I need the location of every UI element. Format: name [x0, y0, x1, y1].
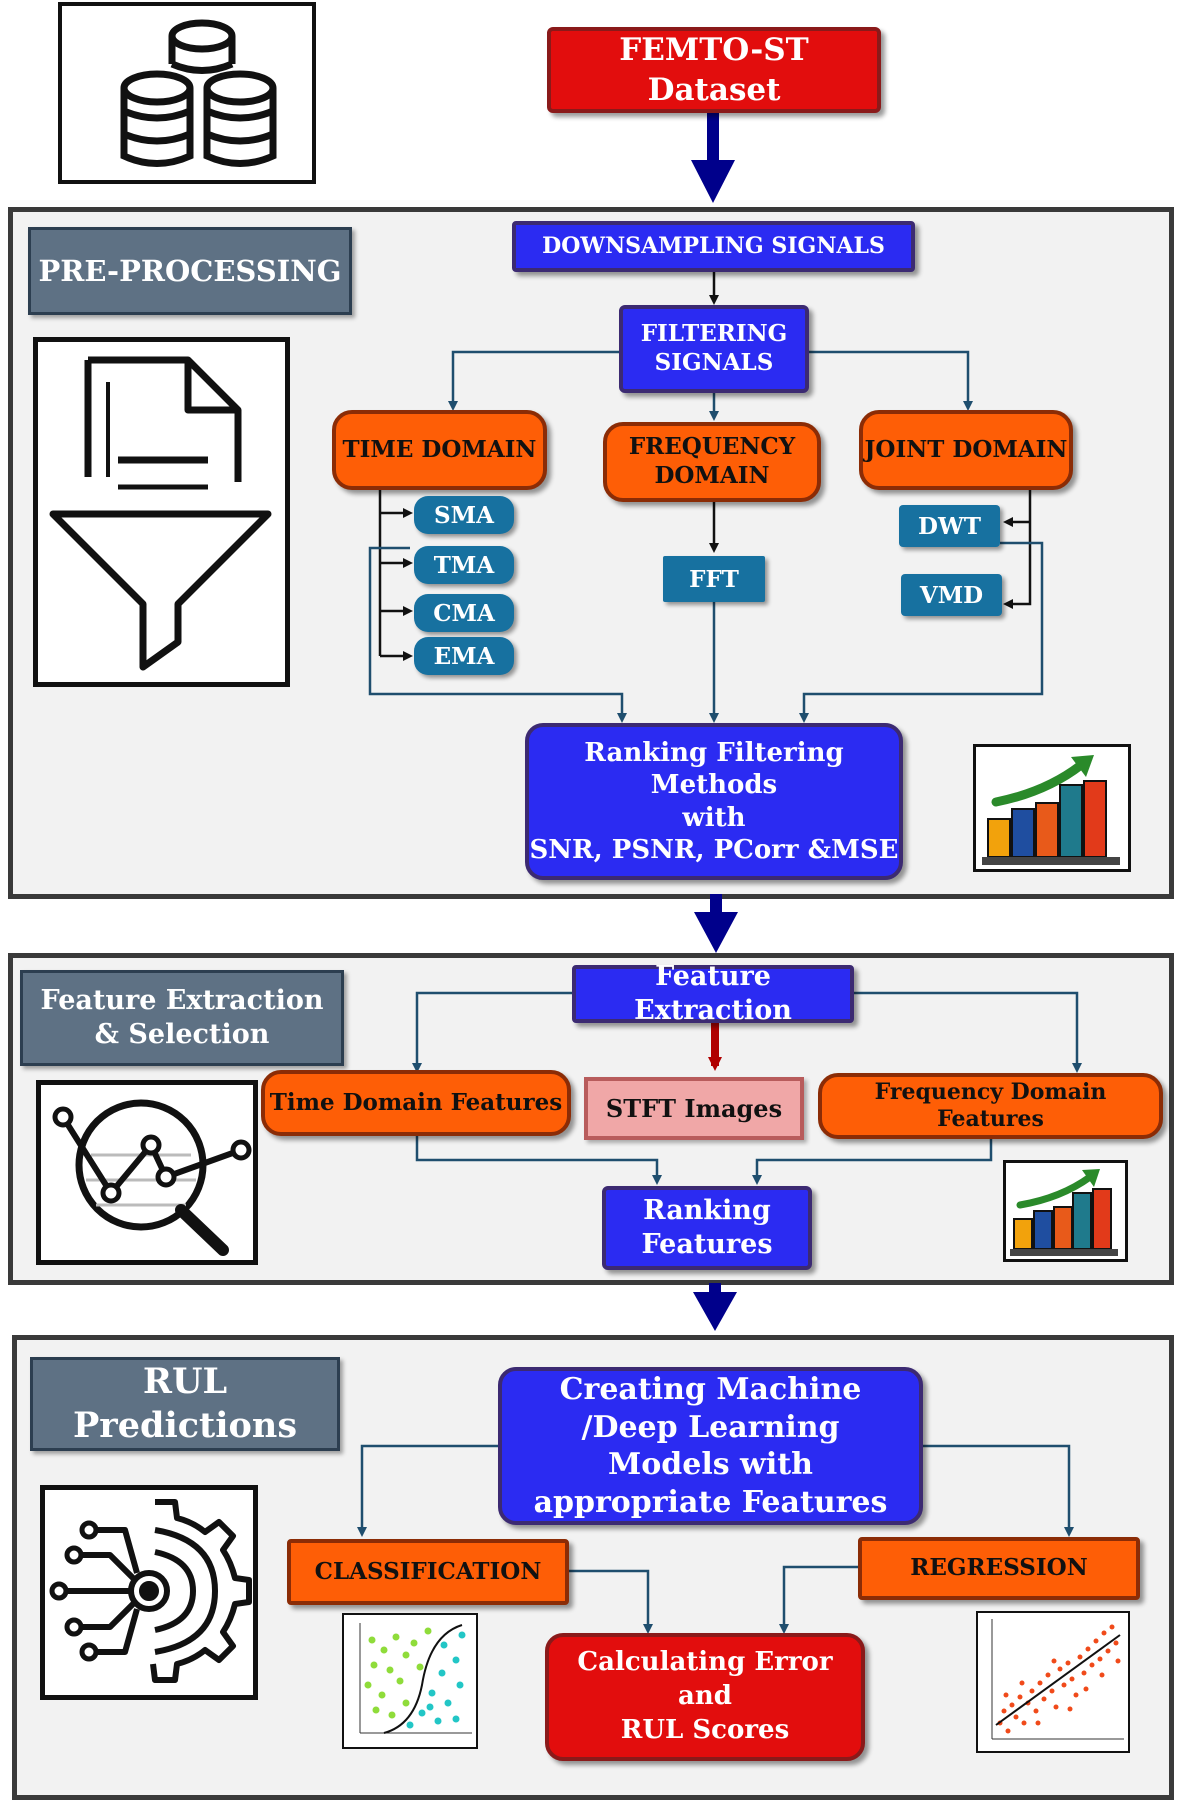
calc-line1: Calculating Error	[577, 1647, 833, 1678]
calculating-error-box: Calculating Error and RUL Scores	[545, 1633, 865, 1761]
stft-images-box: STFT Images	[584, 1077, 804, 1140]
regression-scatter-icon	[976, 1611, 1130, 1753]
downsampling-box: DOWNSAMPLING SIGNALS	[512, 221, 915, 272]
big-arrow-3	[693, 1283, 737, 1331]
joint-domain-box: JOINT DOMAIN	[859, 410, 1073, 490]
method-cma: CMA	[414, 594, 514, 632]
filter-document-icon	[33, 337, 290, 687]
ranking-filtering-box: Ranking Filtering Methods with SNR, PSNR…	[525, 723, 903, 880]
filtering-box: FILTERING SIGNALS	[619, 305, 809, 393]
ranking-filtering-line3: SNR, PSNR, PCorr &MSE	[529, 835, 899, 865]
classification-scatter-icon	[342, 1613, 478, 1749]
method-dwt: DWT	[899, 505, 1000, 547]
big-arrow-2	[694, 894, 738, 953]
feature-title: Feature Extraction & Selection	[20, 970, 344, 1066]
calc-line3: RUL Scores	[620, 1714, 790, 1745]
frequency-domain-features-box: Frequency Domain Features	[818, 1073, 1163, 1139]
analytics-magnifier-icon	[36, 1080, 258, 1265]
regression-box: REGRESSION	[858, 1537, 1140, 1600]
preprocessing-title: PRE-PROCESSING	[28, 227, 352, 315]
method-sma: SMA	[414, 496, 514, 534]
dataset-box: FEMTO-ST Dataset	[547, 27, 881, 113]
frequency-domain-box: FREQUENCY DOMAIN	[603, 422, 821, 502]
feature-extraction-box: Feature Extraction	[572, 961, 854, 1026]
rul-title: RUL Predictions	[30, 1357, 340, 1451]
method-vmd: VMD	[901, 574, 1002, 616]
growth-bar-chart-icon-2	[1003, 1160, 1128, 1262]
method-fft: FFT	[663, 556, 765, 602]
growth-bar-chart-icon	[973, 744, 1131, 872]
method-ema: EMA	[414, 637, 514, 675]
big-arrow-1	[691, 110, 735, 203]
database-icon	[58, 2, 316, 184]
ranking-filtering-line2: with	[682, 802, 746, 833]
ranking-features-box: Ranking Features	[602, 1186, 812, 1270]
ml-models-box: Creating Machine /Deep Learning Models w…	[498, 1367, 923, 1525]
time-domain-box: TIME DOMAIN	[332, 410, 547, 490]
classification-box: CLASSIFICATION	[287, 1539, 569, 1605]
ai-gear-circuit-icon	[40, 1485, 258, 1700]
calc-line2: and	[678, 1681, 732, 1712]
ranking-filtering-line1: Ranking Filtering Methods	[584, 737, 844, 801]
time-domain-features-box: Time Domain Features	[261, 1070, 571, 1136]
method-tma: TMA	[414, 546, 514, 584]
